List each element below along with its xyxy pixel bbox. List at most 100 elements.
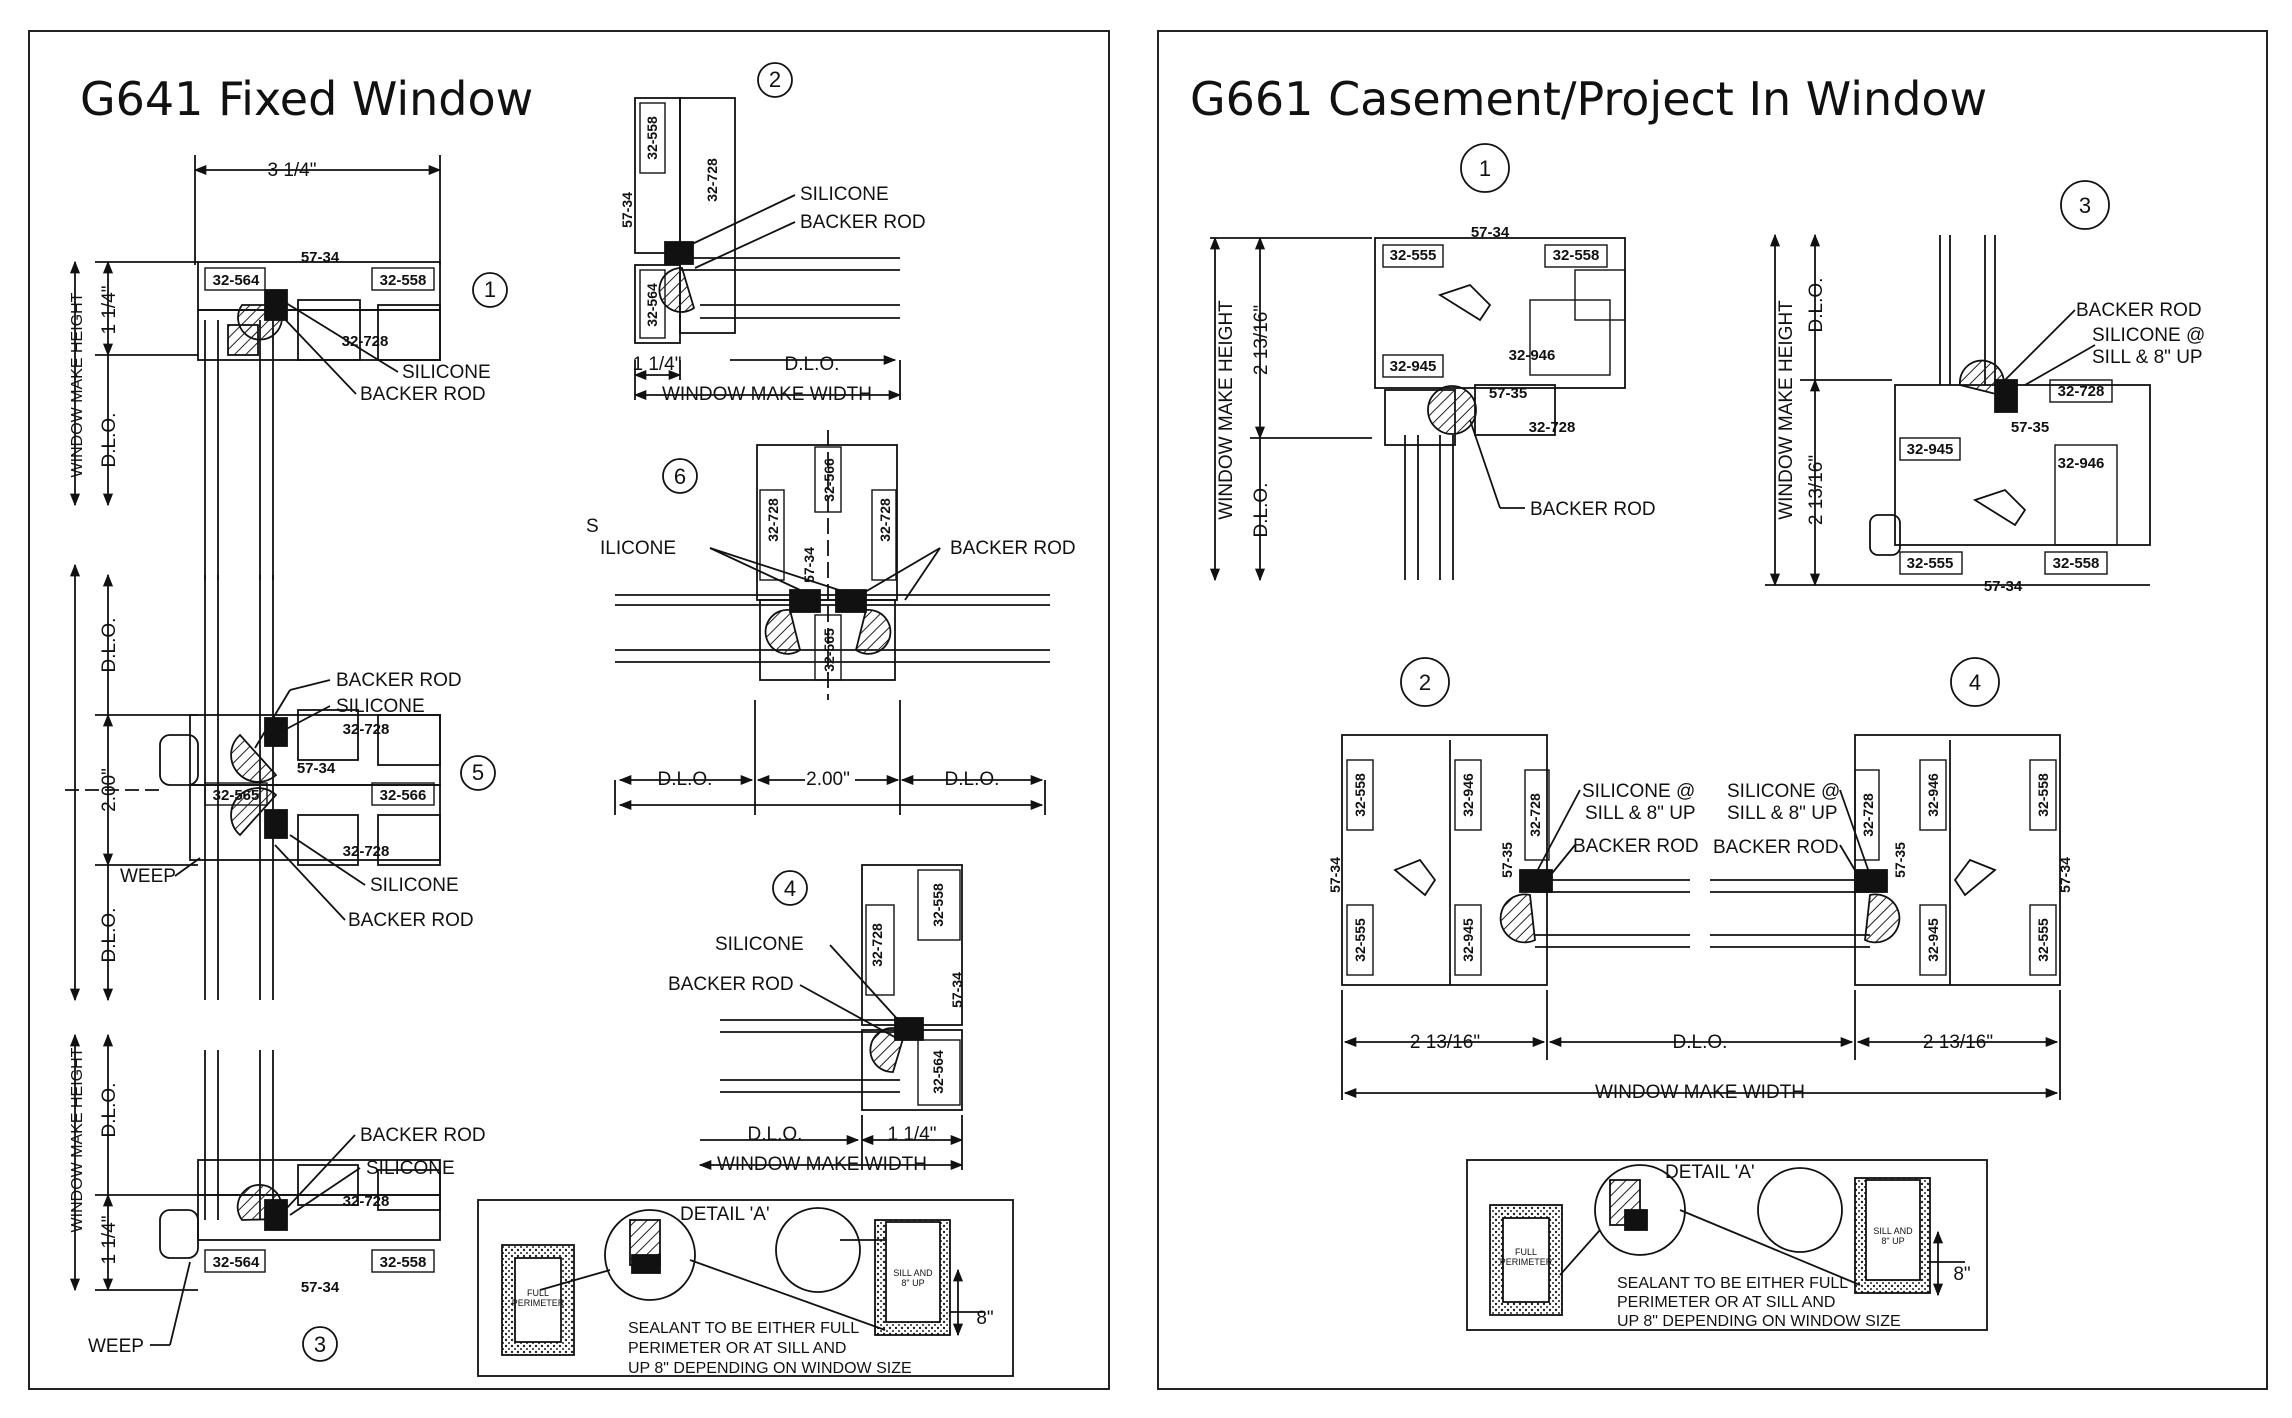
right-detail-1 <box>1209 143 1626 582</box>
l2-p1: 32-558 <box>644 116 660 160</box>
right-detail-4 <box>1710 657 2061 986</box>
r-dim-width: WINDOW MAKE WIDTH <box>1595 1082 1805 1103</box>
r1-dim-height: WINDOW MAKE HEIGHT <box>1216 300 1237 520</box>
l5-backer2: BACKER ROD <box>348 910 474 931</box>
l5-backer1: BACKER ROD <box>336 670 462 691</box>
left-sheet-title: G641 Fixed Window <box>80 72 534 126</box>
r2-silicone2: SILL & 8" UP <box>1585 803 1696 824</box>
l6-backer: BACKER ROD <box>950 538 1076 559</box>
l5-p1: 32-728 <box>343 721 390 738</box>
r3-backer: BACKER ROD <box>2076 300 2202 321</box>
left-detail-5 <box>65 563 496 1002</box>
l2-silicone: SILICONE <box>800 184 889 205</box>
r3-silicone2: SILL & 8" UP <box>2092 347 2203 368</box>
l1-p3: 32-558 <box>380 272 427 289</box>
l6-p2: 32-566 <box>821 458 837 502</box>
l6-p4: 57-34 <box>801 547 817 583</box>
r2-num: 2 <box>1419 670 1431 695</box>
l1-backer: BACKER ROD <box>360 384 486 405</box>
r2-backer: BACKER ROD <box>1573 836 1699 857</box>
r-dim-dlo: D.L.O. <box>1673 1032 1728 1053</box>
r1-num: 1 <box>1479 156 1491 181</box>
l3-p3: 32-558 <box>380 1254 427 1271</box>
right-detail-2 <box>1341 657 1690 986</box>
r3-dim-height: WINDOW MAKE HEIGHT <box>1776 300 1797 520</box>
l4-p1: 32-728 <box>869 923 885 967</box>
l2-backer: BACKER ROD <box>800 212 926 233</box>
r3-p3: 57-35 <box>2011 419 2049 436</box>
l6-dim-mid: 2.00" <box>806 769 850 790</box>
left-detail-1 <box>69 155 508 580</box>
l1-p2: 57-34 <box>301 249 340 266</box>
r3-p4: 32-946 <box>2058 455 2105 472</box>
la-note2: PERIMETER OR AT SILL AND <box>628 1340 846 1357</box>
left-detail-3 <box>69 1033 441 1362</box>
ra-dim: 8" <box>1953 1264 1970 1285</box>
l1-dim-height: WINDOW MAKE HEIGHT <box>69 292 86 477</box>
r3-p6: 32-558 <box>2053 555 2100 572</box>
r2-silicone1: SILICONE @ <box>1582 781 1695 802</box>
l4-p3: 57-34 <box>949 972 965 1008</box>
left-detail-4 <box>698 864 964 1171</box>
r4-p7: 32-555 <box>2035 918 2051 962</box>
right-width-dimensions <box>1341 990 2061 1100</box>
l1-dim-sill: 1 1/4" <box>99 285 120 334</box>
l3-p4: 57-34 <box>301 1279 340 1296</box>
l4-p2: 32-558 <box>930 883 946 927</box>
ra-perimeter: PERIMETER <box>1500 1257 1553 1267</box>
r2-p1: 32-558 <box>1352 773 1368 817</box>
l3-p2: 32-564 <box>213 1254 260 1271</box>
r4-p3: 32-558 <box>2035 773 2051 817</box>
l6-silicone-b: ILICONE <box>600 538 676 559</box>
l3-dim-height: WINDOW MAKE HEIGHT <box>69 1047 86 1232</box>
la-dim: 8" <box>976 1308 993 1329</box>
l3-silicone: SILICONE <box>366 1158 455 1179</box>
r2-p5: 57-35 <box>1499 842 1515 878</box>
la-sill2: 8" UP <box>901 1278 924 1288</box>
r3-dim-dlo: D.L.O. <box>1806 278 1827 333</box>
r1-p3: 32-558 <box>1553 247 1600 264</box>
r2-p7: 32-945 <box>1460 918 1476 962</box>
l1-dim-width: 3 1/4" <box>267 160 316 181</box>
r4-p2: 32-946 <box>1925 773 1941 817</box>
l3-dim-dlo: D.L.O. <box>99 1083 120 1138</box>
l4-dim-frame: 1 1/4" <box>887 1124 936 1145</box>
l5-dim-mid: 2.00" <box>99 768 120 812</box>
l4-backer: BACKER ROD <box>668 974 794 995</box>
ra-note3: UP 8" DEPENDING ON WINDOW SIZE <box>1617 1313 1901 1330</box>
l2-dim-width: WINDOW MAKE WIDTH <box>662 384 872 405</box>
l4-p4: 32-564 <box>930 1050 946 1094</box>
left-detail-a-box <box>477 1199 1014 1377</box>
r1-p5: 32-946 <box>1509 347 1556 364</box>
right-detail-a-box <box>1466 1159 1988 1331</box>
r1-p1: 32-555 <box>1390 247 1437 264</box>
l1-p1: 32-564 <box>213 272 260 289</box>
r1-backer: BACKER ROD <box>1530 499 1656 520</box>
r2-p4: 57-34 <box>1327 857 1343 893</box>
r4-backer: BACKER ROD <box>1713 837 1839 858</box>
l6-p1: 32-728 <box>765 498 781 542</box>
right-sheet-title: G661 Casement/Project In Window <box>1190 72 1988 126</box>
l3-backer: BACKER ROD <box>360 1125 486 1146</box>
r3-p1: 32-728 <box>2058 383 2105 400</box>
r1-p7: 32-728 <box>1529 419 1576 436</box>
r3-p2: 32-945 <box>1907 441 1954 458</box>
l6-p3: 32-728 <box>877 498 893 542</box>
l3-weep: WEEP <box>88 1336 144 1357</box>
r1-p6: 57-35 <box>1489 385 1527 402</box>
r2-p6: 32-555 <box>1352 918 1368 962</box>
l5-silicone1: SILICONE <box>336 696 425 717</box>
l3-num: 3 <box>314 1332 326 1357</box>
l2-dim-frame: 1 1/4" <box>632 354 681 375</box>
r4-p6: 32-945 <box>1925 918 1941 962</box>
l2-p3: 32-728 <box>704 158 720 202</box>
l5-num: 5 <box>472 760 484 785</box>
la-note1: SEALANT TO BE EITHER FULL <box>628 1320 859 1337</box>
l5-p4: 32-566 <box>380 787 427 804</box>
r1-dim-dlo: D.L.O. <box>1251 483 1272 538</box>
l5-p3: 32-565 <box>213 787 260 804</box>
r3-silicone1: SILICONE @ <box>2092 325 2205 346</box>
r4-p1: 32-728 <box>1860 793 1876 837</box>
l1-dim-dlo: D.L.O. <box>99 413 120 468</box>
